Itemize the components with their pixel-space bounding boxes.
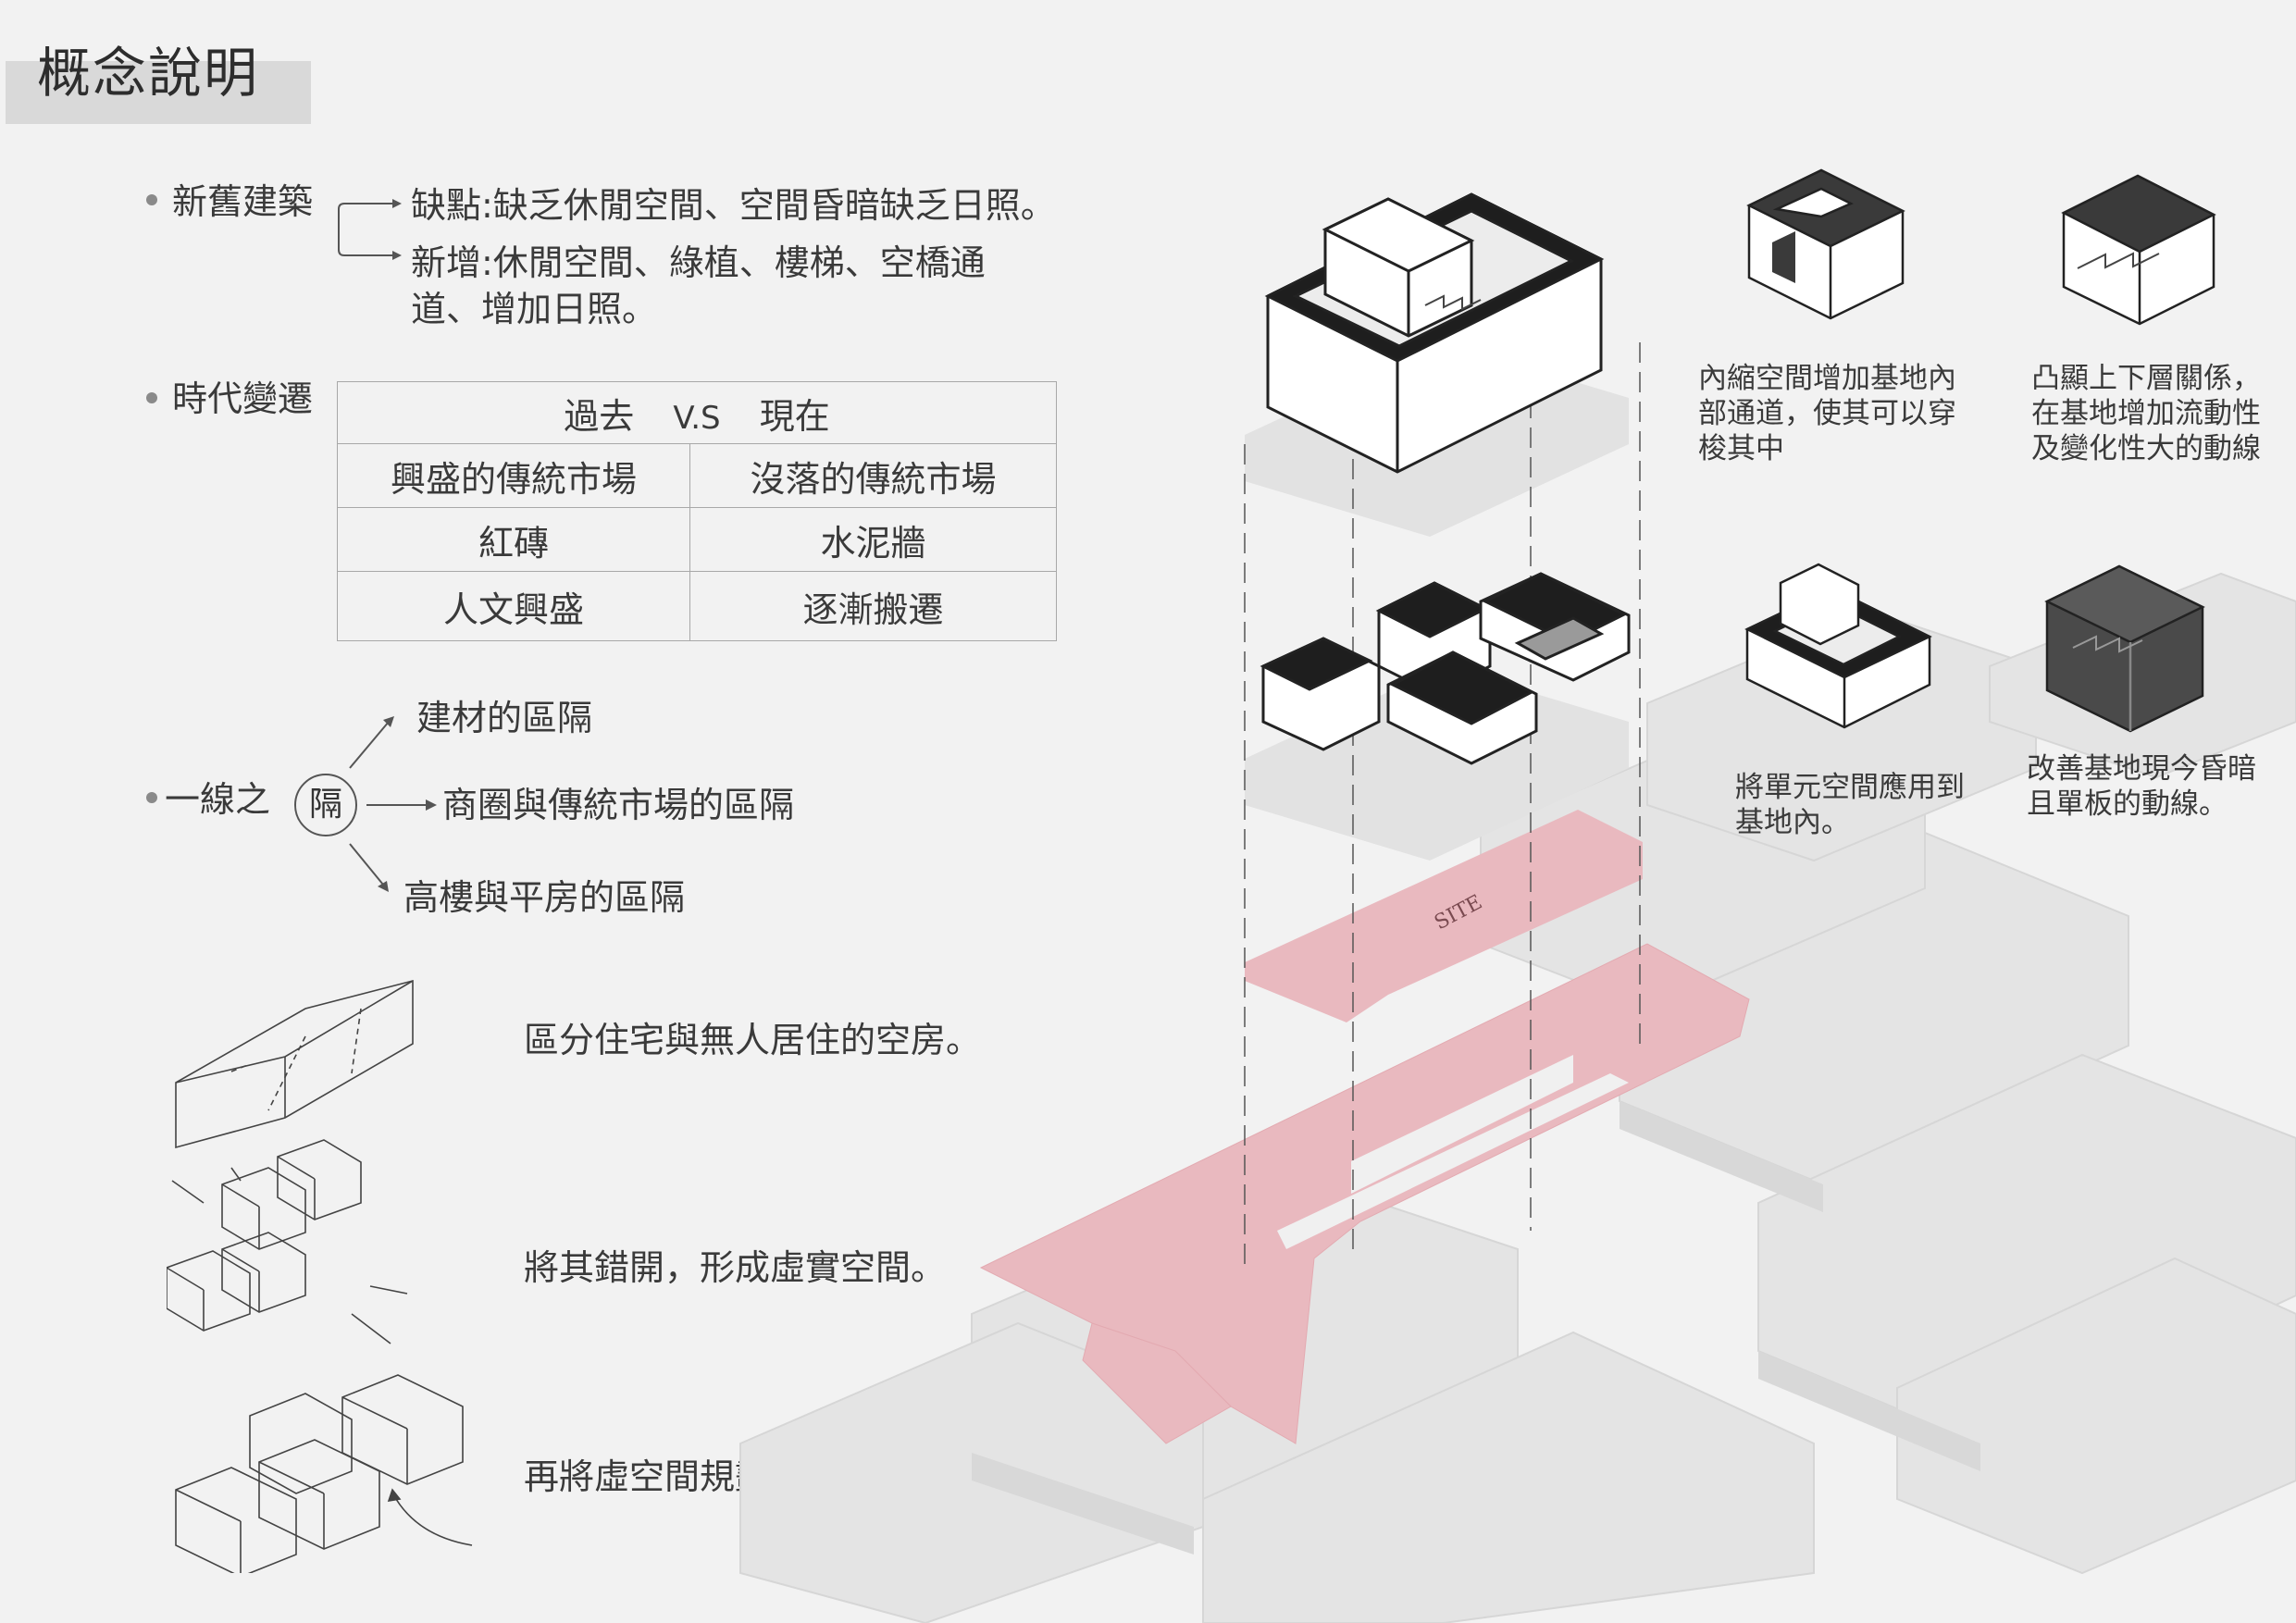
city-context-shadows: [972, 1101, 1980, 1555]
era-header-vs: V.S: [673, 399, 721, 437]
alignment-dashed-lines: [1244, 342, 1641, 1268]
step-text-2: 將其錯開，形成虛實空間。: [524, 1247, 947, 1288]
era-header-past: 過去: [564, 395, 635, 437]
caption-unit-1: 將單元空間應用到: [1735, 771, 1965, 804]
inset-cube-icon: [1746, 168, 1905, 320]
bullet-old-new: [146, 194, 157, 205]
table-row: 紅磚 水泥牆: [337, 507, 1057, 572]
roof-layer: [1260, 572, 1631, 765]
era-now-cell: 沒落的傳統市場: [689, 443, 1057, 508]
era-header-now: 現在: [759, 395, 830, 437]
caption-inset-1: 內縮空間增加基地內: [1698, 362, 1956, 395]
protrude-cube-icon: [2061, 174, 2216, 326]
table-row: 人文興盛 逐漸搬遷: [337, 571, 1057, 641]
caption-protrude-2: 在基地增加流動性: [2031, 397, 2261, 430]
branch-material: 建材的區隔: [416, 698, 593, 738]
branch-market: 商圈與傳統市場的區隔: [442, 785, 795, 825]
caption-improve-1: 改善基地現今昏暗: [2027, 752, 2256, 786]
addition-text-2: 道、增加日照。: [411, 289, 658, 329]
old-new-bracket: [338, 199, 402, 260]
step-text-1: 區分住宅與無人居住的空房。: [524, 1020, 982, 1060]
caption-protrude-3: 及變化性大的動線: [2031, 432, 2261, 465]
old-new-label: 新舊建築: [172, 181, 314, 222]
era-table: 過去 V.S 現在 興盛的傳統市場 沒落的傳統市場 紅磚 水泥牆 人文興盛 逐漸…: [337, 381, 1057, 641]
caption-inset-2: 部通道，使其可以穿: [1698, 397, 1956, 430]
addition-text-1: 新增:休閒空間、綠植、樓梯、空橋通: [411, 242, 986, 283]
era-past-cell: 人文興盛: [337, 571, 690, 641]
caption-protrude-1: 凸顯上下層關係，: [2031, 362, 2261, 395]
table-row: 興盛的傳統市場 沒落的傳統市場: [337, 443, 1057, 508]
top-building-block: [1264, 192, 1605, 474]
site-base-plan: [979, 943, 1750, 1444]
step3-cluster-icon: [175, 1374, 473, 1573]
era-header-cell: 過去 V.S 現在: [337, 381, 1057, 444]
era-past-cell: 紅磚: [337, 507, 690, 572]
era-now-cell: 逐漸搬遷: [689, 571, 1057, 641]
step1-box-icon: [175, 979, 414, 1149]
era-table-header: 過去 V.S 現在: [337, 381, 1057, 444]
separation-arrows: [349, 716, 437, 892]
page-title: 概念說明: [37, 42, 260, 105]
improve-cube-icon: [2044, 564, 2205, 733]
step-diagrams: [167, 979, 473, 1573]
era-past-cell: 興盛的傳統市場: [337, 443, 690, 508]
title-bar: [6, 61, 311, 124]
unit-cube-icon: [1744, 563, 1932, 729]
bullet-era: [146, 392, 157, 403]
era-label: 時代變遷: [172, 378, 314, 419]
site-layer: [1245, 810, 1643, 1022]
separation-circled-char: 隔: [294, 774, 357, 836]
era-now-cell: 水泥牆: [689, 507, 1057, 572]
caption-unit-2: 基地內。: [1735, 806, 1850, 839]
caption-improve-2: 且單板的動線。: [2027, 787, 2228, 821]
caption-inset-3: 梭其中: [1698, 432, 1784, 465]
bullet-separation: [146, 792, 157, 803]
branch-height: 高樓與平房的區隔: [403, 877, 686, 918]
separation-prefix: 一線之: [165, 779, 271, 820]
step2-boxes-icon: [167, 1139, 408, 1344]
weakness-text: 缺點:缺乏休閒空間、空間昏暗缺乏日照。: [411, 185, 1056, 226]
